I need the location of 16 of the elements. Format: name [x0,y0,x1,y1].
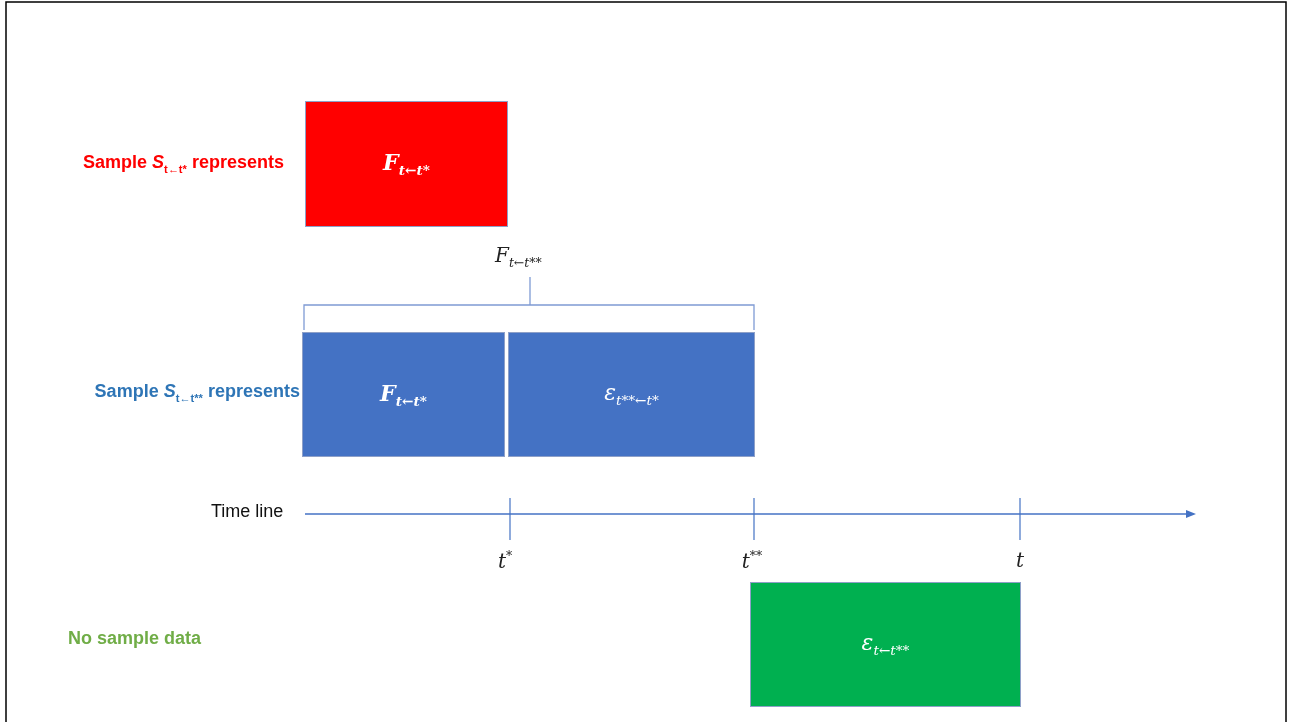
error-block [750,582,1021,707]
math-label: F$_{t←t*}$ [383,149,430,179]
bracket-label: F$_{t←t**}$ [495,243,542,270]
period-block [305,101,508,227]
tick-label: t [1016,548,1024,572]
math-label: ε$_{t**←t*}$ [604,380,659,409]
error-block [508,332,755,457]
tick-label: t$^{**}$ [741,548,763,573]
row-label: No sample data [68,628,202,649]
row-label: Sample S$_{t←t**}$ represents [94,381,300,404]
tick-label: t$^{*}$ [497,548,513,573]
axis-label: Time line [211,501,284,522]
math-label: F$_{t←t*}$ [380,379,427,410]
row-label: Sample S$_{t←t*}$ represents [82,152,284,175]
math-label: ε$_{t←t**}$ [861,630,910,659]
period-block [302,332,505,457]
